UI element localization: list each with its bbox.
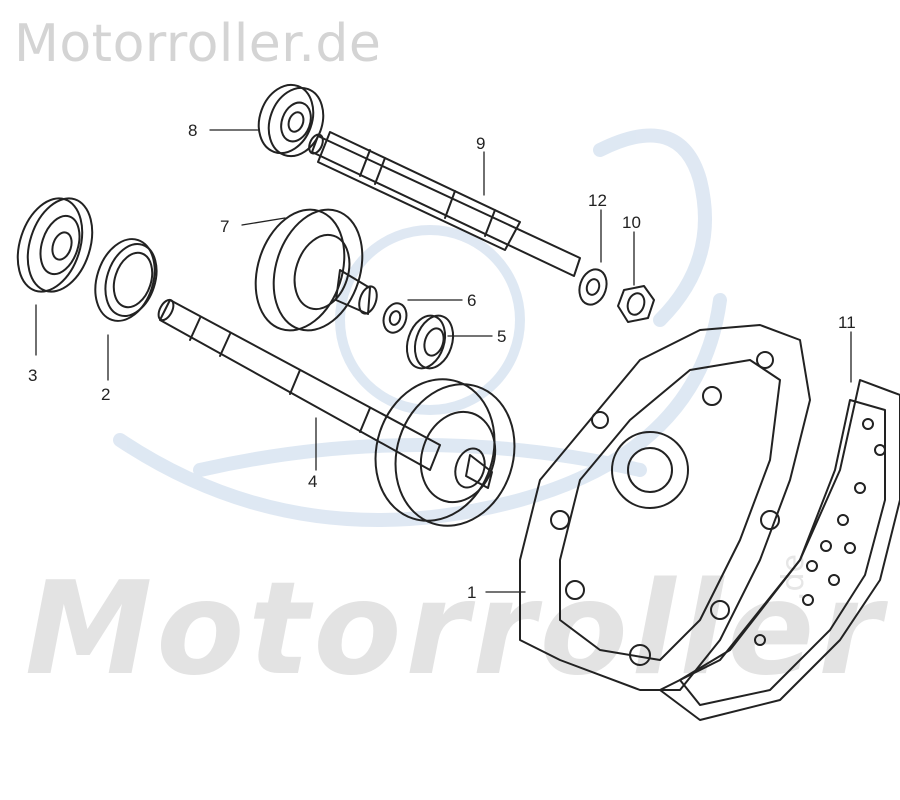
watermark-top: Motorroller.de: [14, 14, 382, 74]
bearing-5: [405, 314, 455, 370]
label-10: 10: [622, 213, 641, 232]
bearing-8: [257, 83, 325, 158]
washer-12: [578, 268, 608, 306]
label-1: 1: [467, 583, 476, 602]
scooter-logo-watermark: [113, 128, 727, 527]
final-shaft-4: [157, 298, 516, 527]
label-11: 11: [838, 313, 856, 332]
label-6: 6: [467, 291, 476, 310]
drive-shaft-9: [308, 131, 581, 277]
crankcase-cover-1: [519, 324, 811, 691]
label-2: 2: [101, 385, 110, 404]
nut-10: [617, 285, 655, 323]
counter-gear-7: [254, 208, 378, 332]
label-7: 7: [220, 217, 229, 236]
label-8: 8: [188, 121, 197, 140]
label-5: 5: [497, 327, 506, 346]
gasket-11: [659, 379, 900, 721]
bearing-3: [16, 197, 94, 293]
oil-seal-2: [94, 238, 158, 322]
part-labels: 8 9 7 12 10 6 5 11 3 2 4 1: [28, 121, 856, 602]
label-4: 4: [308, 472, 317, 491]
washer-6: [382, 302, 408, 334]
label-12: 12: [588, 191, 607, 210]
label-3: 3: [28, 366, 37, 385]
label-9: 9: [476, 134, 485, 153]
leader-lines: [35, 129, 852, 593]
watermark-big: Motorroller: [25, 555, 886, 704]
